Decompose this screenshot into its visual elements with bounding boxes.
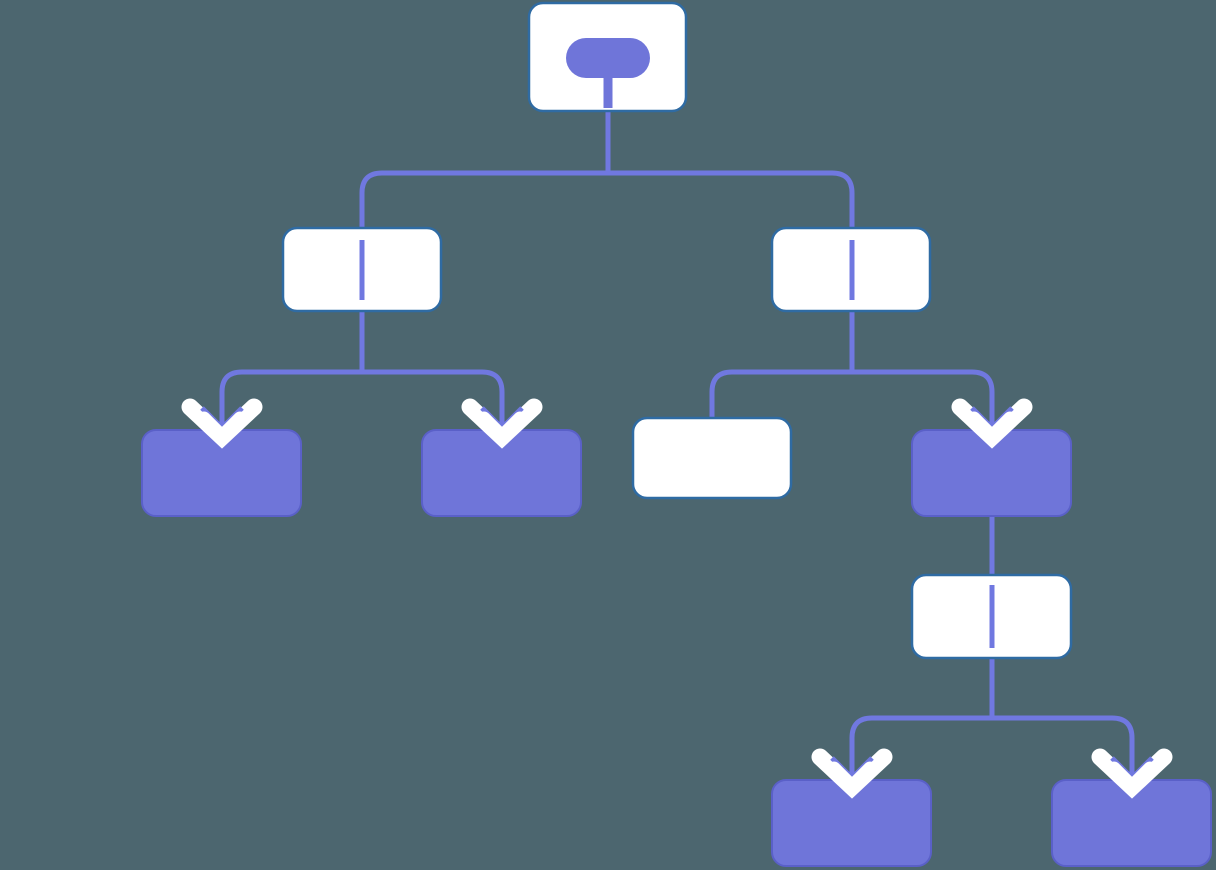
arrow-l5-left <box>811 748 893 799</box>
arrow-l3-a <box>181 398 263 449</box>
edge-root-to-l2-left[interactable] <box>359 58 611 250</box>
edge-l4-to-l5-right[interactable] <box>989 640 1135 785</box>
arrow-l3-a-white-inner-chevron <box>197 411 247 446</box>
arrow-l3-b-white-inner-chevron <box>477 411 527 446</box>
edge-layer-under <box>219 58 1135 785</box>
arrow-l5-right-white-inner-chevron <box>1107 761 1157 796</box>
arrow-l5-right <box>1091 748 1173 799</box>
edge-l4-to-l5-left[interactable] <box>849 640 995 785</box>
arrowhead-layer <box>181 398 1173 799</box>
pin-stem <box>603 58 613 108</box>
edge-l2-left-to-l3-a[interactable] <box>219 290 365 435</box>
arrow-l3-d-white-inner-chevron <box>967 411 1017 446</box>
node-layer <box>141 1 1212 867</box>
level3-node-c[interactable] <box>631 416 793 500</box>
arrow-l3-b <box>461 398 543 449</box>
root-glyph-layer <box>566 38 650 108</box>
edge-l2-right-to-l3-c[interactable] <box>709 290 855 420</box>
arrow-l5-left-white-inner-chevron <box>827 761 877 796</box>
pin-glyph <box>566 38 650 108</box>
arrow-l3-d <box>951 398 1033 449</box>
edge-l2-right-to-l3-d[interactable] <box>849 290 995 435</box>
node-line-layer <box>359 240 995 648</box>
edge-l2-left-to-l3-b[interactable] <box>359 290 505 435</box>
edge-root-to-l2-right[interactable] <box>605 58 855 250</box>
